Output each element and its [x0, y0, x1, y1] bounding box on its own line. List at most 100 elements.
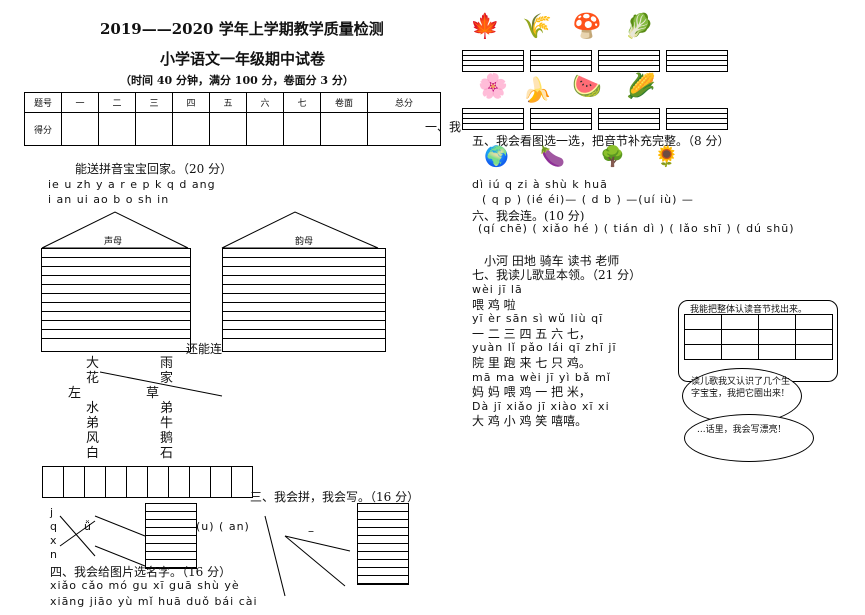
- q3-letter: n: [50, 548, 58, 561]
- poem-line: Dà jī xiǎo jī xiào xī xi: [472, 399, 610, 413]
- house-yunmu-box[interactable]: [222, 248, 386, 352]
- q2-right-word[interactable]: 石: [160, 446, 174, 461]
- exam-title: 2019——2020 学年上学期教学质量检测: [100, 20, 384, 38]
- poem-line: wèi jī lā: [472, 283, 523, 296]
- q7-poem: wèi jī lā 喂 鸡 啦 yī èr sān sì wǔ liù qī 一…: [472, 283, 617, 429]
- find-syllables-table[interactable]: [684, 314, 833, 360]
- score-header: 七: [283, 92, 321, 113]
- q4-row1: xiǎo cǎo mó gu xī guā shù yè: [50, 579, 240, 592]
- q2-title: 还能连: [186, 342, 223, 356]
- tree-icon: 🌳: [600, 144, 625, 168]
- q2-right-col: 雨 家 草 弟 牛 鹅 石: [146, 356, 174, 461]
- q2-left-word[interactable]: 左: [68, 386, 82, 401]
- q1-intro: 一、我: [425, 120, 462, 134]
- score-row-label: 得分: [24, 112, 62, 146]
- score-cell[interactable]: [98, 112, 136, 146]
- poem-line: 妈 妈 喂 鸡 一 把 米，: [472, 385, 591, 400]
- poem-line: 喂 鸡 啦: [472, 297, 516, 312]
- q3-finals: (u) ( an): [196, 520, 250, 533]
- house-label-yunmu: 韵母: [295, 237, 314, 247]
- score-cell[interactable]: [367, 112, 441, 146]
- q7-title: 七、我读儿歌显本领。（21 分）: [472, 268, 642, 282]
- cabbage-icon: 🥬: [624, 12, 654, 40]
- picture-answer-box[interactable]: [462, 108, 524, 130]
- q3-arrows: [59, 515, 351, 597]
- q2-right-word[interactable]: 弟: [160, 401, 174, 416]
- q2-right-word[interactable]: 雨: [160, 356, 174, 371]
- q2-connect-line: [99, 371, 223, 397]
- score-header: 卷面: [320, 92, 368, 113]
- score-header: 一: [61, 92, 99, 113]
- q2-left-word[interactable]: 水: [86, 401, 100, 416]
- globe-icon: 🌍: [484, 144, 509, 168]
- picture-answer-box[interactable]: [666, 108, 728, 130]
- q5-line1: dì iú q zi à shù k huā: [472, 178, 608, 191]
- q2-left-word[interactable]: 白: [86, 446, 100, 461]
- q6-title: 六、我会连。(10 分): [472, 209, 585, 223]
- picture-answer-box[interactable]: [598, 50, 660, 72]
- house-shengmu-box[interactable]: [41, 248, 191, 352]
- poem-line: 大 鸡 小 鸡 笑 嘻嘻。: [472, 414, 588, 429]
- poem-line: yī èr sān sì wǔ liù qī: [472, 312, 604, 326]
- poem-line: 院 里 跑 来 七 只 鸡。: [472, 355, 591, 370]
- q4-title: 四、我会给图片选名字。（16 分）: [50, 565, 232, 579]
- q2-right-word[interactable]: 鹅: [160, 431, 174, 446]
- score-header: 题号: [24, 92, 62, 113]
- q2-left-word[interactable]: 风: [86, 431, 100, 446]
- score-cell[interactable]: [246, 112, 284, 146]
- sunflower-icon: 🌻: [654, 144, 679, 168]
- find-syllables-title: 我能把整体认读音节找出来。: [690, 305, 808, 315]
- q2-left-col: 大 花 左 水 弟 风 白: [68, 356, 100, 461]
- poem-line: mā ma wèi jī yì bǎ mǐ: [472, 370, 611, 384]
- q2-right-word[interactable]: 草: [146, 386, 160, 401]
- score-header: 五: [209, 92, 247, 113]
- score-cell[interactable]: [320, 112, 368, 146]
- poem-line: 一 二 三 四 五 六 七，: [472, 326, 591, 341]
- q2-right-word[interactable]: 家: [160, 371, 174, 386]
- q5-line2: ( q p ) (ié éi)— ( d b ) —(uí iù) —: [482, 193, 694, 206]
- writing-grid[interactable]: [42, 466, 253, 498]
- corn-icon: 🌽: [626, 72, 656, 100]
- eggplant-icon: 🍆: [540, 144, 565, 168]
- q2-left-word[interactable]: 大: [86, 356, 100, 371]
- score-header: 总分: [367, 92, 441, 113]
- picture-answer-box[interactable]: [530, 108, 592, 130]
- score-cell[interactable]: [283, 112, 321, 146]
- score-table: 题号 一 二 三 四 五 六 七 卷面 总分 得分: [24, 92, 441, 146]
- q2-left-word[interactable]: 花: [86, 371, 100, 386]
- score-cell[interactable]: [61, 112, 99, 146]
- q6-words: 小河 田地 骑车 读书 老师: [484, 254, 620, 268]
- score-cell[interactable]: [135, 112, 173, 146]
- q3-letter: j: [50, 506, 55, 519]
- mushroom-icon: 🍄: [572, 12, 602, 40]
- q1-pinyin-line2: i an ui ao b o sh in: [48, 193, 170, 206]
- picture-answer-box[interactable]: [462, 50, 524, 72]
- q6-pinyin: (qí chē) ( xiǎo hé ) ( tián dì ) ( lǎo s…: [478, 222, 795, 235]
- flower-icon: 🌸: [478, 72, 508, 100]
- score-cell[interactable]: [172, 112, 210, 146]
- exam-subtitle: 小学语文一年级期中试卷: [160, 50, 326, 68]
- banana-icon: 🍌: [522, 76, 552, 104]
- q2-right-word[interactable]: 牛: [160, 416, 174, 431]
- q1-pinyin-line1: ie u zh y a r e p k q d ang: [48, 178, 216, 191]
- picture-answer-box[interactable]: [530, 50, 592, 72]
- speech-bubble-2: ...话里，我会写漂亮!: [684, 414, 814, 462]
- q3-dash: –: [308, 524, 314, 538]
- grass-icon: 🌾: [522, 12, 552, 40]
- score-header: 四: [172, 92, 210, 113]
- exam-info: （时间 40 分钟，满分 100 分，卷面分 3 分）: [120, 74, 354, 87]
- q3-answer-ladder-2[interactable]: [357, 503, 409, 585]
- score-cell[interactable]: [209, 112, 247, 146]
- q4-row2: xiāng jiāo yù mǐ huā duǒ bái cài: [50, 595, 258, 608]
- q3-answer-ladder-1[interactable]: [145, 503, 197, 569]
- score-header: 二: [98, 92, 136, 113]
- house-roofs: [41, 211, 379, 249]
- picture-answer-box[interactable]: [666, 50, 728, 72]
- picture-answer-box[interactable]: [598, 108, 660, 130]
- q3-letters: j q x n: [50, 506, 58, 562]
- leaf-icon: 🍁: [470, 12, 500, 40]
- score-header: 六: [246, 92, 284, 113]
- q5-title: 五、我会看图选一选，把音节补充完整。（8 分）: [472, 134, 730, 148]
- score-header: 三: [135, 92, 173, 113]
- q2-left-word[interactable]: 弟: [86, 416, 100, 431]
